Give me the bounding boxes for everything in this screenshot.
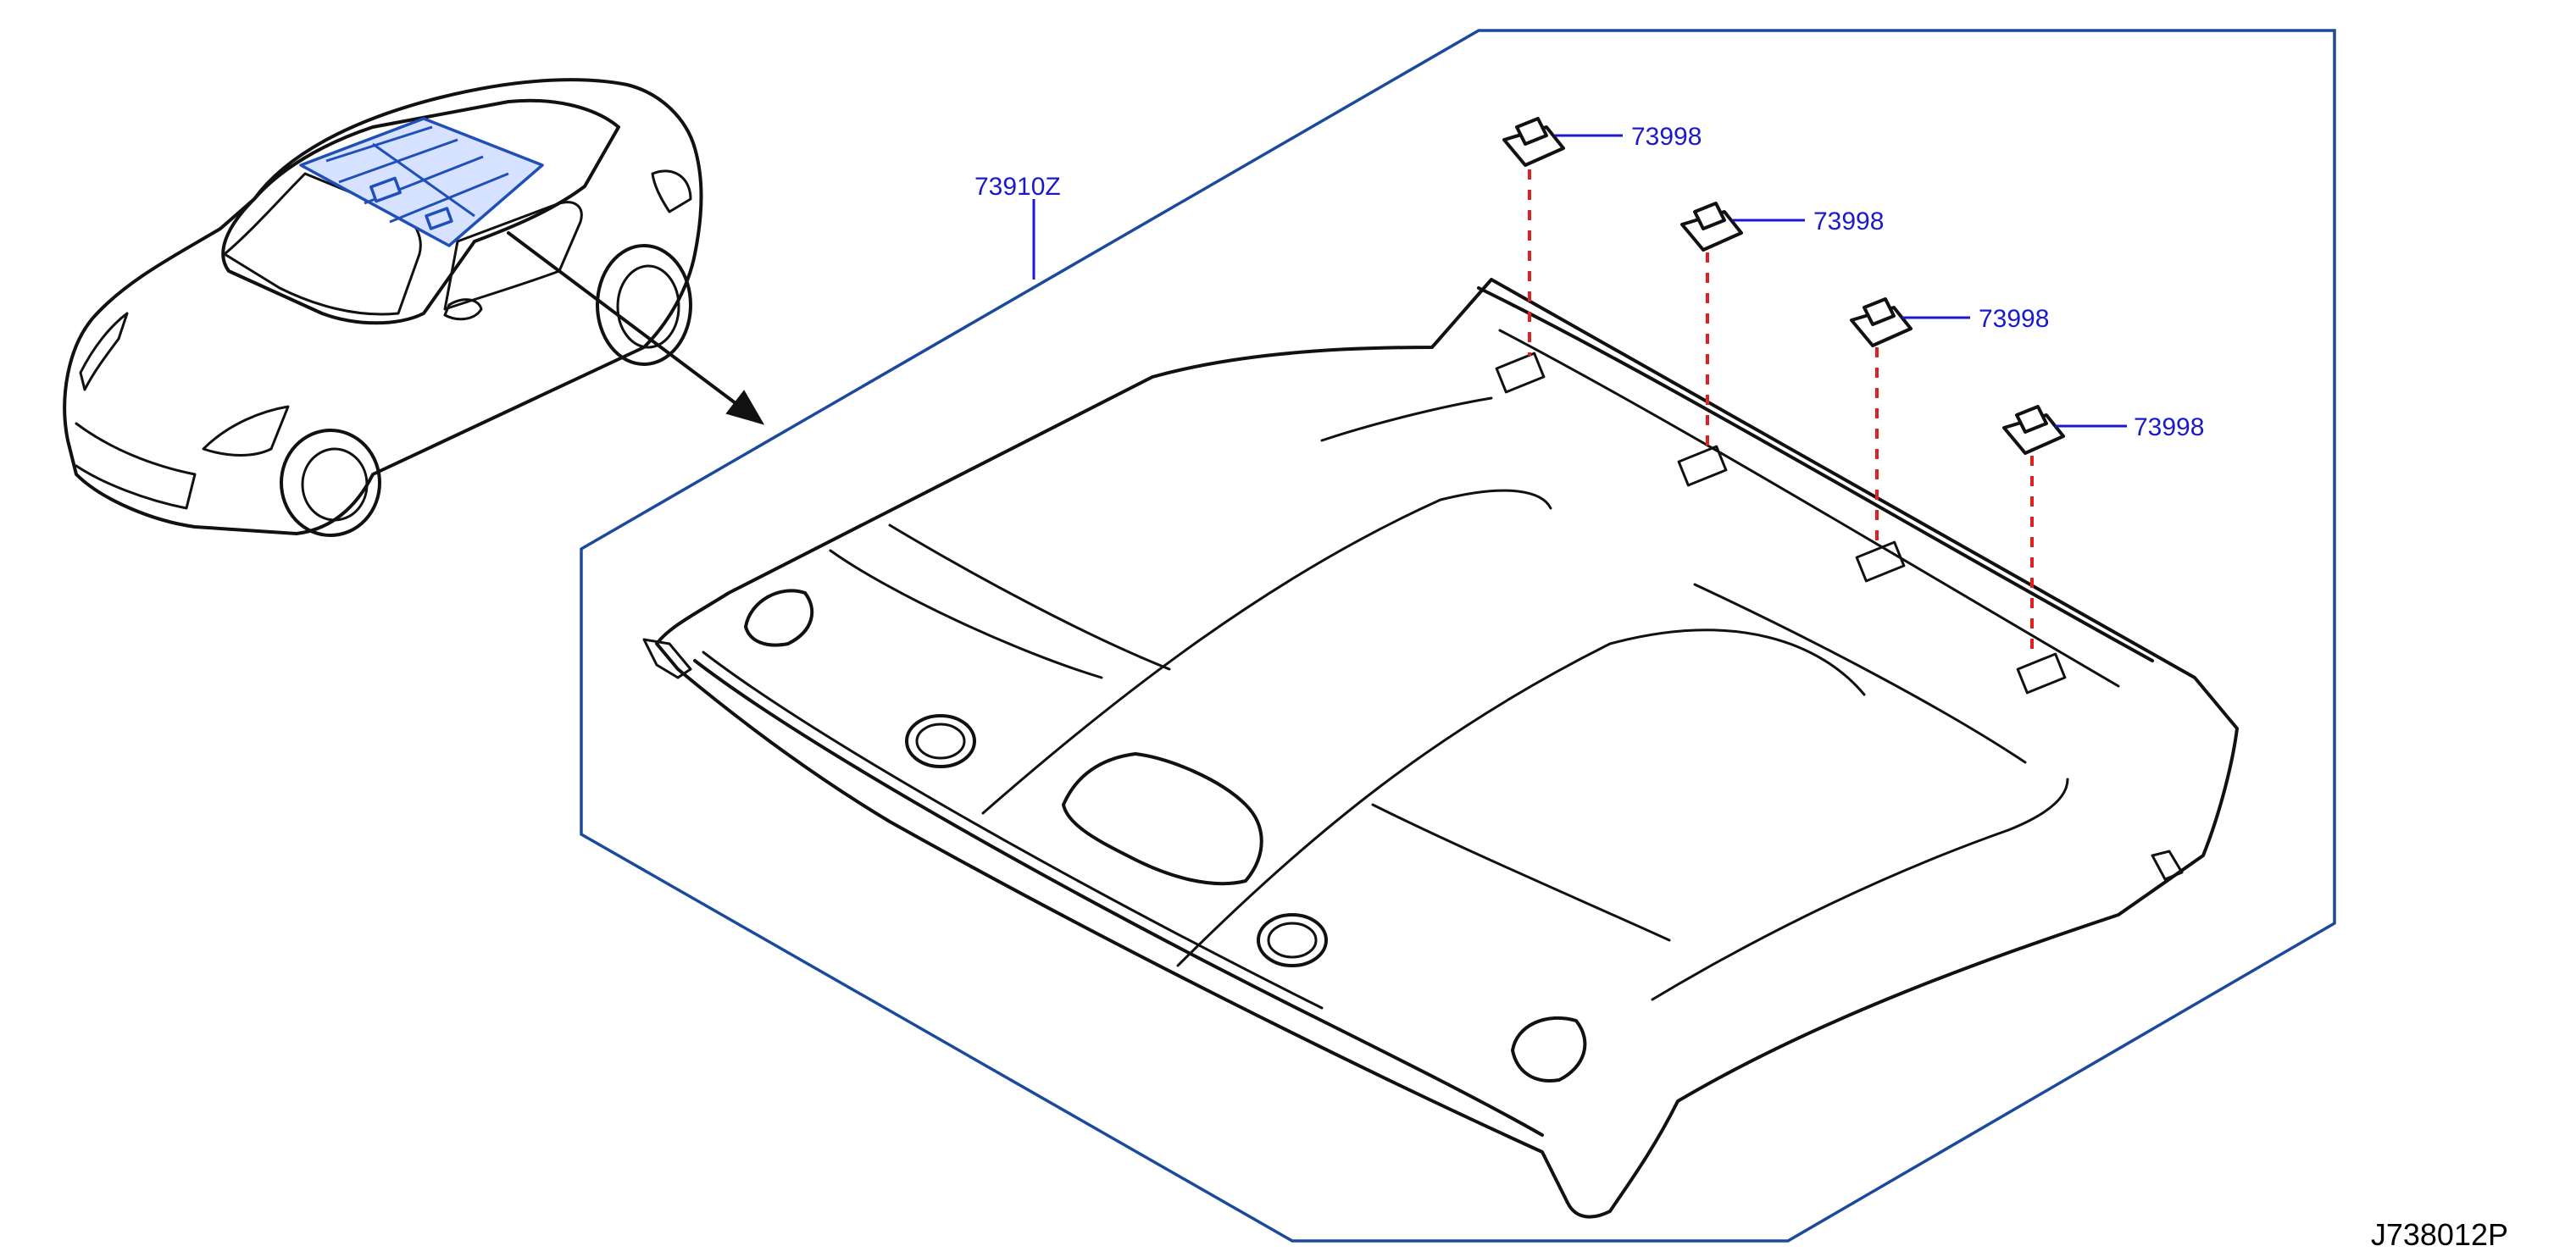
- callout-clip-4[interactable]: 73998: [2134, 413, 2204, 441]
- highlighted-headlining: [299, 117, 544, 247]
- clip-part-4: [2002, 405, 2065, 455]
- view-arrow-head: [725, 390, 765, 425]
- detail-frame: [580, 29, 2336, 1243]
- clip-part-3: [1850, 297, 1913, 347]
- callout-clip-2[interactable]: 73998: [1813, 208, 1884, 235]
- callout-headlining[interactable]: 73910Z: [974, 173, 1061, 201]
- view-arrow: [507, 231, 747, 413]
- car-overview-illustration: [63, 78, 765, 537]
- clip-part-1: [1502, 117, 1565, 167]
- callout-clip-1[interactable]: 73998: [1631, 123, 1702, 151]
- diagram-id: J738012P: [2371, 1217, 2508, 1252]
- callout-clip-3[interactable]: 73998: [1979, 305, 2049, 333]
- headlining-panel: [642, 278, 2239, 1219]
- clip-part-2: [1680, 202, 1743, 252]
